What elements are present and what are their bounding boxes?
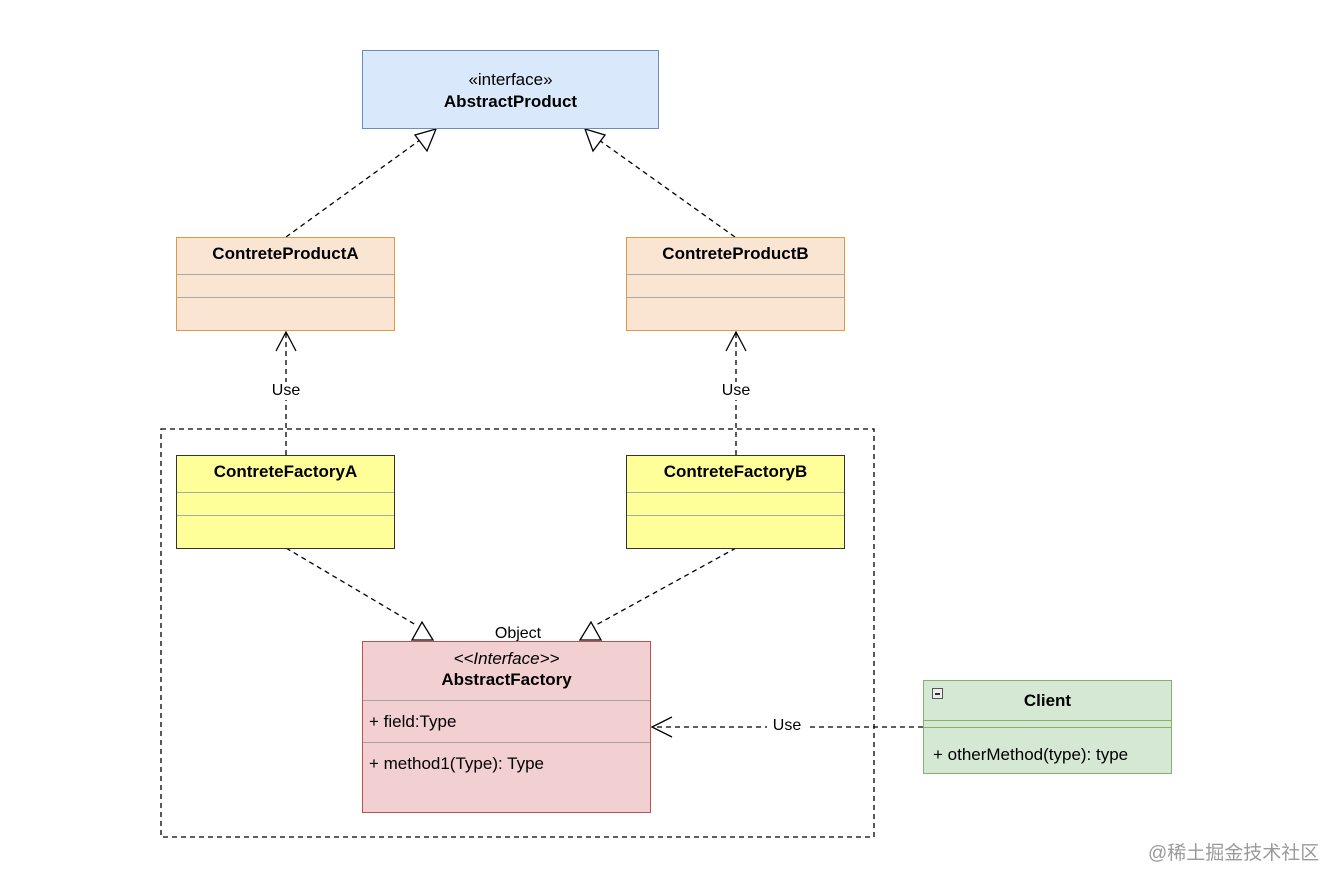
use-arrowhead-factory-a bbox=[275, 330, 297, 352]
factory-a-separator-2 bbox=[177, 515, 394, 516]
abstract-factory-method: + method1(Type): Type bbox=[369, 754, 544, 773]
client-method: + otherMethod(type): type bbox=[933, 745, 1129, 764]
abstract-factory-separator-2 bbox=[363, 742, 650, 743]
factory-a-name: ContreteFactoryA bbox=[213, 462, 358, 481]
product-a-box[interactable]: ContreteProductA bbox=[176, 237, 395, 331]
client-separator-2 bbox=[924, 727, 1171, 728]
product-b-separator-1 bbox=[627, 274, 844, 275]
use-label-factory-b: Use bbox=[716, 382, 756, 400]
product-a-name: ContreteProductA bbox=[212, 244, 359, 263]
abstract-product-box[interactable]: «interface» AbstractProduct bbox=[362, 50, 659, 129]
use-label-factory-a: Use bbox=[266, 382, 306, 400]
abstract-factory-field: + field:Type bbox=[369, 712, 457, 731]
product-b-box[interactable]: ContreteProductB bbox=[626, 237, 845, 331]
realization-line-product-b bbox=[598, 139, 736, 238]
realization-line-factory-a bbox=[285, 547, 417, 626]
abstract-factory-separator-1 bbox=[363, 700, 650, 701]
product-b-separator-2 bbox=[627, 297, 844, 298]
watermark-text: @稀土掘金技术社区 bbox=[1148, 843, 1320, 864]
abstract-factory-stereotype: <<Interface>> bbox=[453, 649, 560, 668]
client-separator-1 bbox=[924, 720, 1171, 721]
use-label-client: Use bbox=[767, 717, 807, 735]
use-arrowhead-factory-b bbox=[725, 330, 747, 352]
product-a-separator-1 bbox=[177, 274, 394, 275]
factory-a-separator-1 bbox=[177, 492, 394, 493]
abstract-factory-box[interactable]: <<Interface>> AbstractFactory + field:Ty… bbox=[362, 641, 651, 813]
abstract-product-stereotype: «interface» bbox=[468, 70, 553, 89]
factory-a-box[interactable]: ContreteFactoryA bbox=[176, 455, 395, 549]
product-a-separator-2 bbox=[177, 297, 394, 298]
realization-line-product-a bbox=[285, 139, 421, 238]
factory-b-separator-2 bbox=[627, 515, 844, 516]
abstract-product-name: AbstractProduct bbox=[443, 92, 578, 111]
client-box[interactable]: Client + otherMethod(type): type bbox=[923, 680, 1172, 774]
realization-arrowhead-product-a bbox=[413, 128, 438, 153]
use-arrowhead-client bbox=[650, 716, 673, 738]
group-label-object: Object bbox=[494, 625, 542, 642]
realization-arrowhead-factory-b bbox=[578, 620, 603, 641]
product-b-name: ContreteProductB bbox=[662, 244, 809, 263]
factory-group-boundary bbox=[160, 428, 875, 838]
factory-b-box[interactable]: ContreteFactoryB bbox=[626, 455, 845, 549]
factory-b-name: ContreteFactoryB bbox=[663, 462, 808, 481]
realization-arrowhead-product-b bbox=[583, 128, 607, 153]
client-name: Client bbox=[1023, 691, 1072, 710]
realization-line-factory-b bbox=[595, 547, 737, 626]
realization-arrowhead-factory-a bbox=[410, 620, 435, 641]
factory-b-separator-1 bbox=[627, 492, 844, 493]
abstract-factory-name: AbstractFactory bbox=[441, 670, 572, 689]
minus-box-icon[interactable] bbox=[932, 688, 943, 699]
